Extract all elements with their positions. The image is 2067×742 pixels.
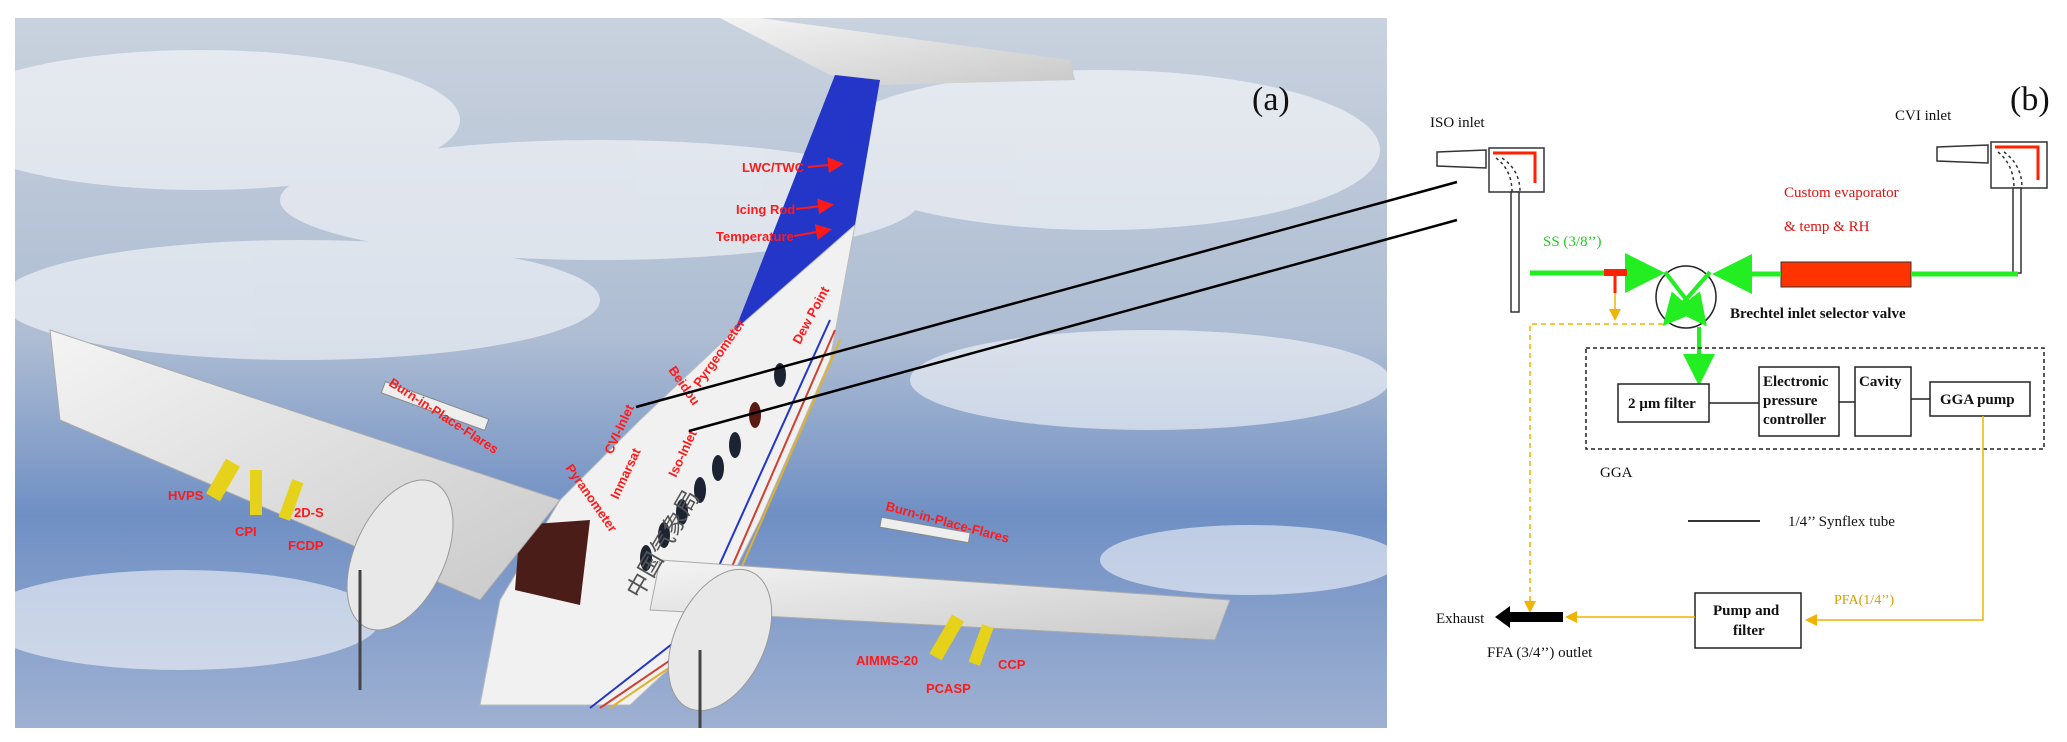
pressure-controller-label-2: pressure bbox=[1763, 393, 1818, 409]
aircraft-photo: 中国气象局 LWC/TWC Icing Rod Temperature Dew … bbox=[0, 18, 1400, 728]
evaporator-label-line2: & temp & RH bbox=[1784, 219, 1870, 235]
pressure-controller-label-3: controller bbox=[1763, 412, 1826, 428]
cvi-inlet-icon bbox=[1936, 141, 2048, 274]
gga-enclosure bbox=[1585, 347, 2045, 450]
flare-rack-right bbox=[879, 516, 971, 544]
gga-pump-box bbox=[1929, 381, 2031, 417]
label-fcdp: FCDP bbox=[288, 538, 324, 553]
gga-pump-label: GGA pump bbox=[1940, 392, 2015, 408]
ss-tube-label: SS (3/8’’) bbox=[1543, 234, 1601, 250]
evaporator-label-line1: Custom evaporator bbox=[1784, 185, 1899, 201]
label-pcasp: PCASP bbox=[926, 681, 971, 696]
synflex-legend-label: 1/4’’ Synflex tube bbox=[1788, 514, 1895, 530]
gga-pump-exhaust-line bbox=[1805, 416, 1984, 626]
cavity-box bbox=[1854, 366, 1912, 437]
dashed-exhaust-line bbox=[1524, 323, 1663, 613]
gga-label: GGA bbox=[1600, 465, 1633, 481]
label-2ds: 2D-S bbox=[294, 505, 324, 520]
label-temperature: Temperature bbox=[716, 229, 794, 244]
pump-filter-box bbox=[1694, 592, 1802, 649]
label-icing-rod: Icing Rod bbox=[736, 202, 795, 217]
callout-line-iso bbox=[688, 218, 1458, 433]
pressure-controller-label-1: Electronic bbox=[1763, 374, 1829, 390]
iso-inlet-label: ISO inlet bbox=[1430, 115, 1485, 131]
wing-probes-left bbox=[206, 458, 304, 521]
panel-b-label: (b) bbox=[2010, 81, 2050, 118]
ffa-outlet-label: FFA (3/4’’) outlet bbox=[1487, 645, 1593, 661]
label-cpi: CPI bbox=[235, 524, 257, 539]
label-lwc-twc: LWC/TWC bbox=[742, 160, 805, 175]
filter-label: 2 µm filter bbox=[1628, 396, 1696, 412]
panel-a-label: (a) bbox=[1252, 81, 1290, 118]
exhaust-arrow bbox=[1495, 606, 1563, 628]
exhaust-label: Exhaust bbox=[1436, 611, 1485, 627]
callout-line-cvi bbox=[635, 180, 1458, 409]
iso-inlet-icon bbox=[1436, 147, 1545, 313]
evaporator bbox=[1780, 261, 1912, 288]
selector-valve bbox=[1655, 265, 1717, 329]
horizontal-stabilizer bbox=[720, 18, 1075, 85]
valve-label: Brechtel inlet selector valve bbox=[1730, 306, 1906, 322]
right-wing bbox=[649, 559, 1231, 641]
pump-filter-label-2: filter bbox=[1733, 623, 1765, 639]
label-ccp: CCP bbox=[998, 657, 1026, 672]
filter-box bbox=[1617, 383, 1710, 423]
flare-rack-left bbox=[380, 380, 490, 432]
label-hvps: HVPS bbox=[168, 488, 204, 503]
schematic: (b) ISO inlet CVI inlet Custom evaporato… bbox=[1430, 81, 2050, 661]
cabin-windows bbox=[640, 363, 786, 571]
pfa-label: PFA(1/4’’) bbox=[1834, 593, 1894, 608]
label-aimms-20: AIMMS-20 bbox=[856, 653, 918, 668]
cockpit-windshield bbox=[515, 520, 590, 605]
pump-filter-label-1: Pump and bbox=[1713, 603, 1780, 619]
vertical-tail bbox=[735, 75, 880, 330]
left-engine bbox=[346, 479, 454, 631]
wing-probes-right bbox=[929, 614, 994, 666]
cavity-label: Cavity bbox=[1859, 374, 1902, 390]
clouds bbox=[0, 50, 1400, 670]
pressure-controller-box bbox=[1758, 366, 1840, 437]
right-engine bbox=[667, 568, 773, 712]
cvi-inlet-label: CVI inlet bbox=[1895, 108, 1952, 124]
tee-junction bbox=[1604, 269, 1627, 276]
